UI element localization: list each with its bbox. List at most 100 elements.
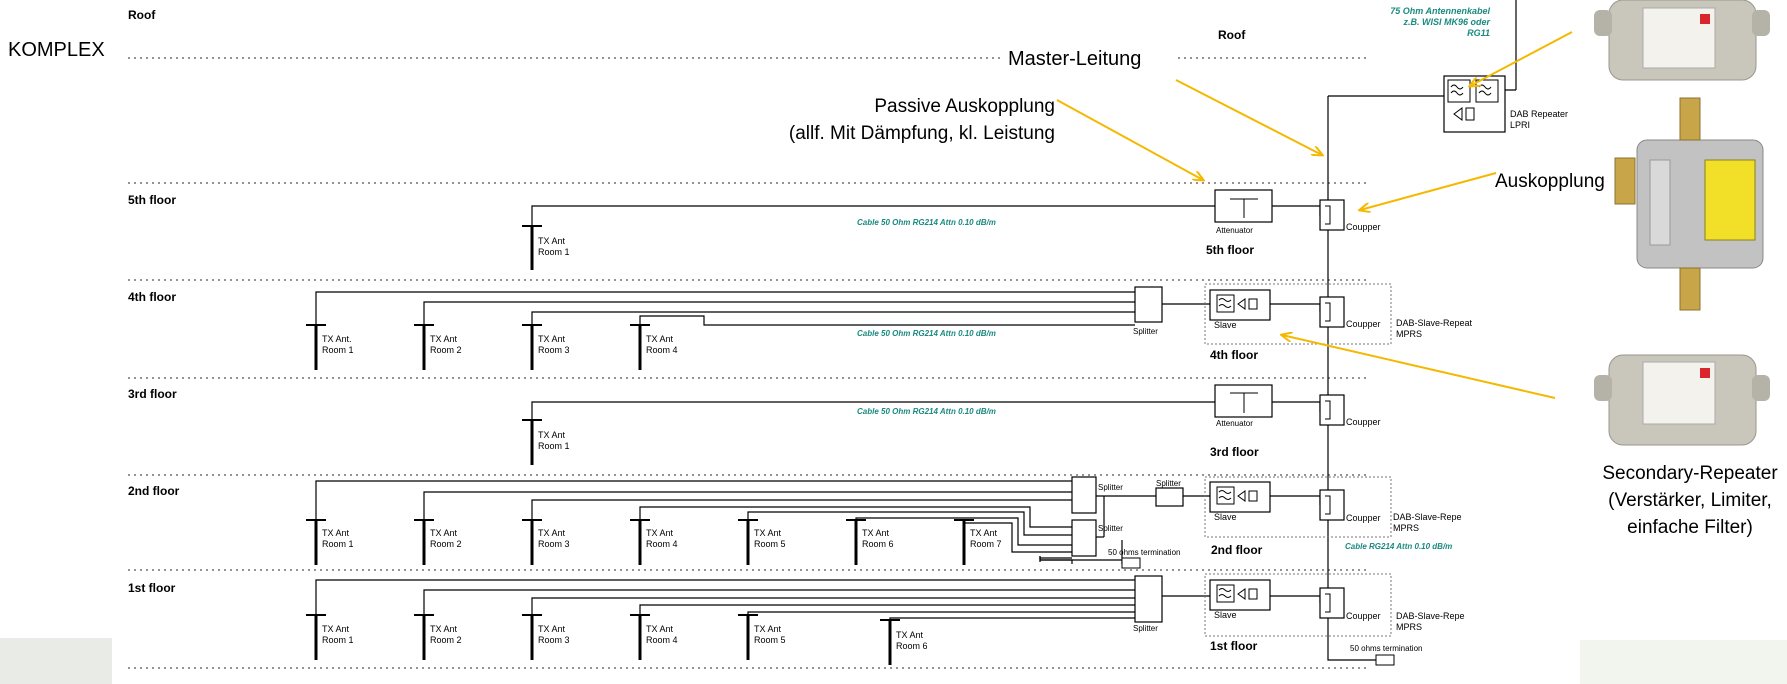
svg-text:TX Ant: TX Ant [538,334,566,344]
svg-text:TX Ant: TX Ant [646,624,674,634]
komplex-label: KOMPLEX [8,39,105,61]
splitter-4: Splitter [1133,286,1163,336]
floor-label-4: 4th floor [128,290,176,304]
tx-antenna-1-5: TX Ant Room 5 [738,614,786,660]
repeater-photo-bottom [1594,354,1770,446]
svg-text:Slave: Slave [1214,320,1237,330]
tx-antenna-2-1: TX Ant Room 1 [306,519,354,565]
svg-text:Coupper: Coupper [1346,611,1381,621]
termination-2: 50 ohms termination [1108,548,1180,569]
floor-center-label-5: 5th floor [1206,243,1254,257]
floor-center-label-2: 2nd floor [1211,543,1263,557]
svg-text:Coupper: Coupper [1346,417,1381,427]
slave-repeater-box-4 [1204,283,1392,345]
svg-text:Room 5: Room 5 [754,635,786,645]
floor2-cabling [315,480,1321,564]
tx-antenna-1-3: TX Ant Room 3 [522,614,570,660]
background-corner-left [0,638,112,684]
svg-text:TX Ant: TX Ant [322,624,350,634]
tx-antenna-4-3: TX Ant Room 3 [522,324,570,370]
svg-text:Room 2: Room 2 [430,635,462,645]
roof-label-center: Roof [1218,28,1246,42]
slave-repeater-1: Slave [1209,579,1271,620]
master-dab-repeater: DAB Repeater LPRI [1443,75,1568,133]
tx-antenna-2-5: TX Ant Room 5 [738,519,786,565]
svg-text:TX Ant: TX Ant [430,528,458,538]
svg-text:TX Ant: TX Ant [322,528,350,538]
tx-antenna-1-1: TX Ant Room 1 [306,614,354,660]
cable-label-5: Cable 50 Ohm RG214 Attn 0.10 dB/m [857,218,996,227]
svg-text:Room 5: Room 5 [754,539,786,549]
floor-center-label-1: 1st floor [1210,639,1258,653]
secondary-repeater-line2: (Verstärker, Limiter, [1608,490,1772,511]
coupler-photo [1614,97,1764,311]
svg-text:LPRI: LPRI [1510,120,1530,130]
roof-label-left: Roof [128,8,156,22]
auskopplung-label: Auskopplung [1495,171,1605,192]
tx-antenna-4-4: TX Ant Room 4 [630,324,678,370]
floor5-cabling [531,205,1321,268]
annotation-arrows [1056,31,1573,399]
attenuator-3: Attenuator [1214,384,1273,428]
repeater-photo-top [1594,0,1770,81]
svg-text:Room 1: Room 1 [322,539,354,549]
cable-rg214-label: Cable RG214 Attn 0.10 dB/m [1345,542,1452,551]
tx-antenna-1-4: TX Ant Room 4 [630,614,678,660]
svg-text:TX Ant: TX Ant [538,236,566,246]
secondary-repeater-line3: einfache Filter) [1627,517,1753,538]
svg-text:Coupper: Coupper [1346,513,1381,523]
svg-text:Room 4: Room 4 [646,345,678,355]
master-leitung-bg [1004,44,1174,70]
svg-text:50 ohms termination: 50 ohms termination [1108,548,1180,557]
svg-text:TX Ant: TX Ant [754,624,782,634]
svg-text:Room 3: Room 3 [538,635,570,645]
tx-antenna-1-6: TX Ant Room 6 [880,619,928,665]
svg-text:TX Ant: TX Ant [896,630,924,640]
svg-text:50 ohms termination: 50 ohms termination [1350,644,1422,653]
splitter-2a: Splitter [1071,476,1123,514]
svg-text:TX Ant: TX Ant [538,624,566,634]
slave-repeater-2: Slave [1209,481,1271,522]
splitter-2b: Splitter [1071,519,1123,557]
slave-repeater-label-2: DAB-Slave-Repe [1393,512,1462,522]
slave-repeater-4: Slave [1209,289,1271,330]
splitter-2c: Splitter [1155,479,1184,507]
splitter-1: Splitter [1133,575,1163,633]
tx-antenna-4-2: TX Ant Room 2 [414,324,462,370]
svg-text:Room 6: Room 6 [896,641,928,651]
svg-text:Coupper: Coupper [1346,319,1381,329]
slave-repeater-box-2 [1204,476,1392,538]
svg-text:Room 3: Room 3 [538,345,570,355]
coupler-2: Coupper [1319,489,1381,523]
tx-antenna-1-2: TX Ant Room 2 [414,614,462,660]
floor-center-label-3: 3rd floor [1210,445,1259,459]
floor4-cabling [315,291,1321,326]
cable-label-4: Cable 50 Ohm RG214 Attn 0.10 dB/m [857,329,996,338]
svg-text:Splitter: Splitter [1156,479,1181,488]
svg-text:Splitter: Splitter [1098,524,1123,533]
svg-text:TX Ant: TX Ant [538,528,566,538]
svg-text:Room 1: Room 1 [322,345,354,355]
master-cable [1327,0,1517,650]
passive-auskopplung-line1: Passive Auskopplung [874,96,1055,117]
svg-text:Room 1: Room 1 [322,635,354,645]
svg-text:75 Ohm Antennenkabel: 75 Ohm Antennenkabel [1390,6,1490,16]
slave-repeater-label-4: DAB-Slave-Repeat [1396,318,1473,328]
svg-text:Room 4: Room 4 [646,635,678,645]
svg-text:z.B. WISI MK96 oder: z.B. WISI MK96 oder [1402,17,1490,27]
tx-antenna-2-4: TX Ant Room 4 [630,519,678,565]
master-leitung-label: Master-Leitung [1008,48,1141,70]
termination-1: 50 ohms termination [1350,644,1422,666]
svg-text:TX Ant.: TX Ant. [322,334,352,344]
svg-text:TX Ant: TX Ant [754,528,782,538]
tx-antenna-2-6: TX Ant Room 6 [846,519,894,565]
svg-text:MPRS: MPRS [1393,523,1419,533]
floor-label-1: 1st floor [128,581,176,595]
coupler-1: Coupper [1319,587,1381,621]
svg-text:Room 6: Room 6 [862,539,894,549]
slave-repeater-label-1: DAB-Slave-Repe [1396,611,1465,621]
svg-text:Room 1: Room 1 [538,441,570,451]
background-corner-right [1580,640,1787,684]
cable75-label: 75 Ohm Antennenkabel z.B. WISI MK96 oder… [1390,6,1490,38]
